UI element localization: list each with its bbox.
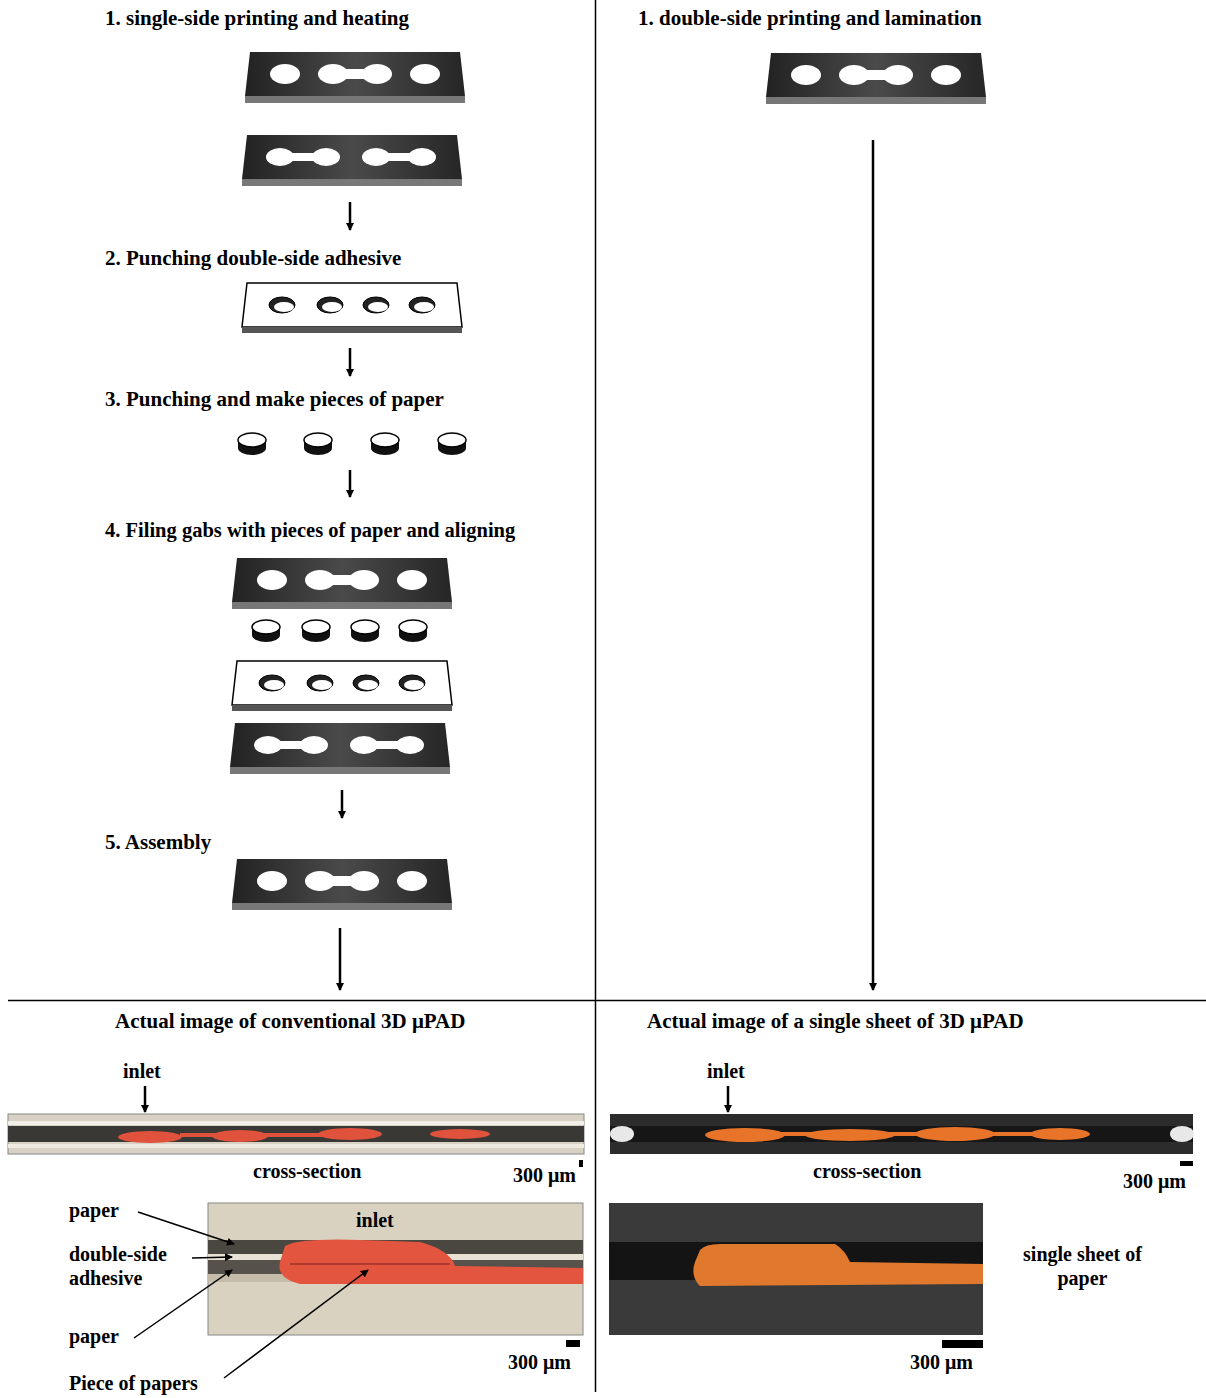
inlet-label: inlet	[123, 1059, 161, 1083]
inlet-label: inlet	[356, 1208, 394, 1232]
view-label: cross-section	[253, 1159, 362, 1183]
step-heading: 5. Assembly	[105, 830, 211, 855]
step-heading: 3. Punching and make pieces of paper	[105, 387, 444, 412]
step-heading: 1. single-side printing and heating	[105, 6, 409, 31]
view-label: cross-section	[813, 1159, 922, 1183]
part-label: Piece of papers	[69, 1371, 198, 1395]
scale-bar-label: 300 μm	[508, 1350, 571, 1374]
scale-bar-label: 300 μm	[513, 1163, 576, 1187]
step-heading: 1. double-side printing and lamination	[638, 6, 982, 31]
step-heading: 2. Punching double-side adhesive	[105, 246, 401, 271]
step-heading: 4. Filing gabs with pieces of paper and …	[105, 518, 515, 543]
part-label: double-side adhesive	[69, 1242, 194, 1290]
panel-title: Actual image of a single sheet of 3D μPA…	[647, 1009, 1024, 1034]
part-label: paper	[69, 1198, 119, 1222]
part-label: paper	[69, 1324, 119, 1348]
panel-title: Actual image of conventional 3D μPAD	[115, 1009, 465, 1034]
part-label: single sheet of paper	[1020, 1242, 1145, 1290]
scale-bar-label: 300 μm	[1123, 1169, 1186, 1193]
scale-bar-label: 300 μm	[910, 1350, 973, 1374]
inlet-label: inlet	[707, 1059, 745, 1083]
